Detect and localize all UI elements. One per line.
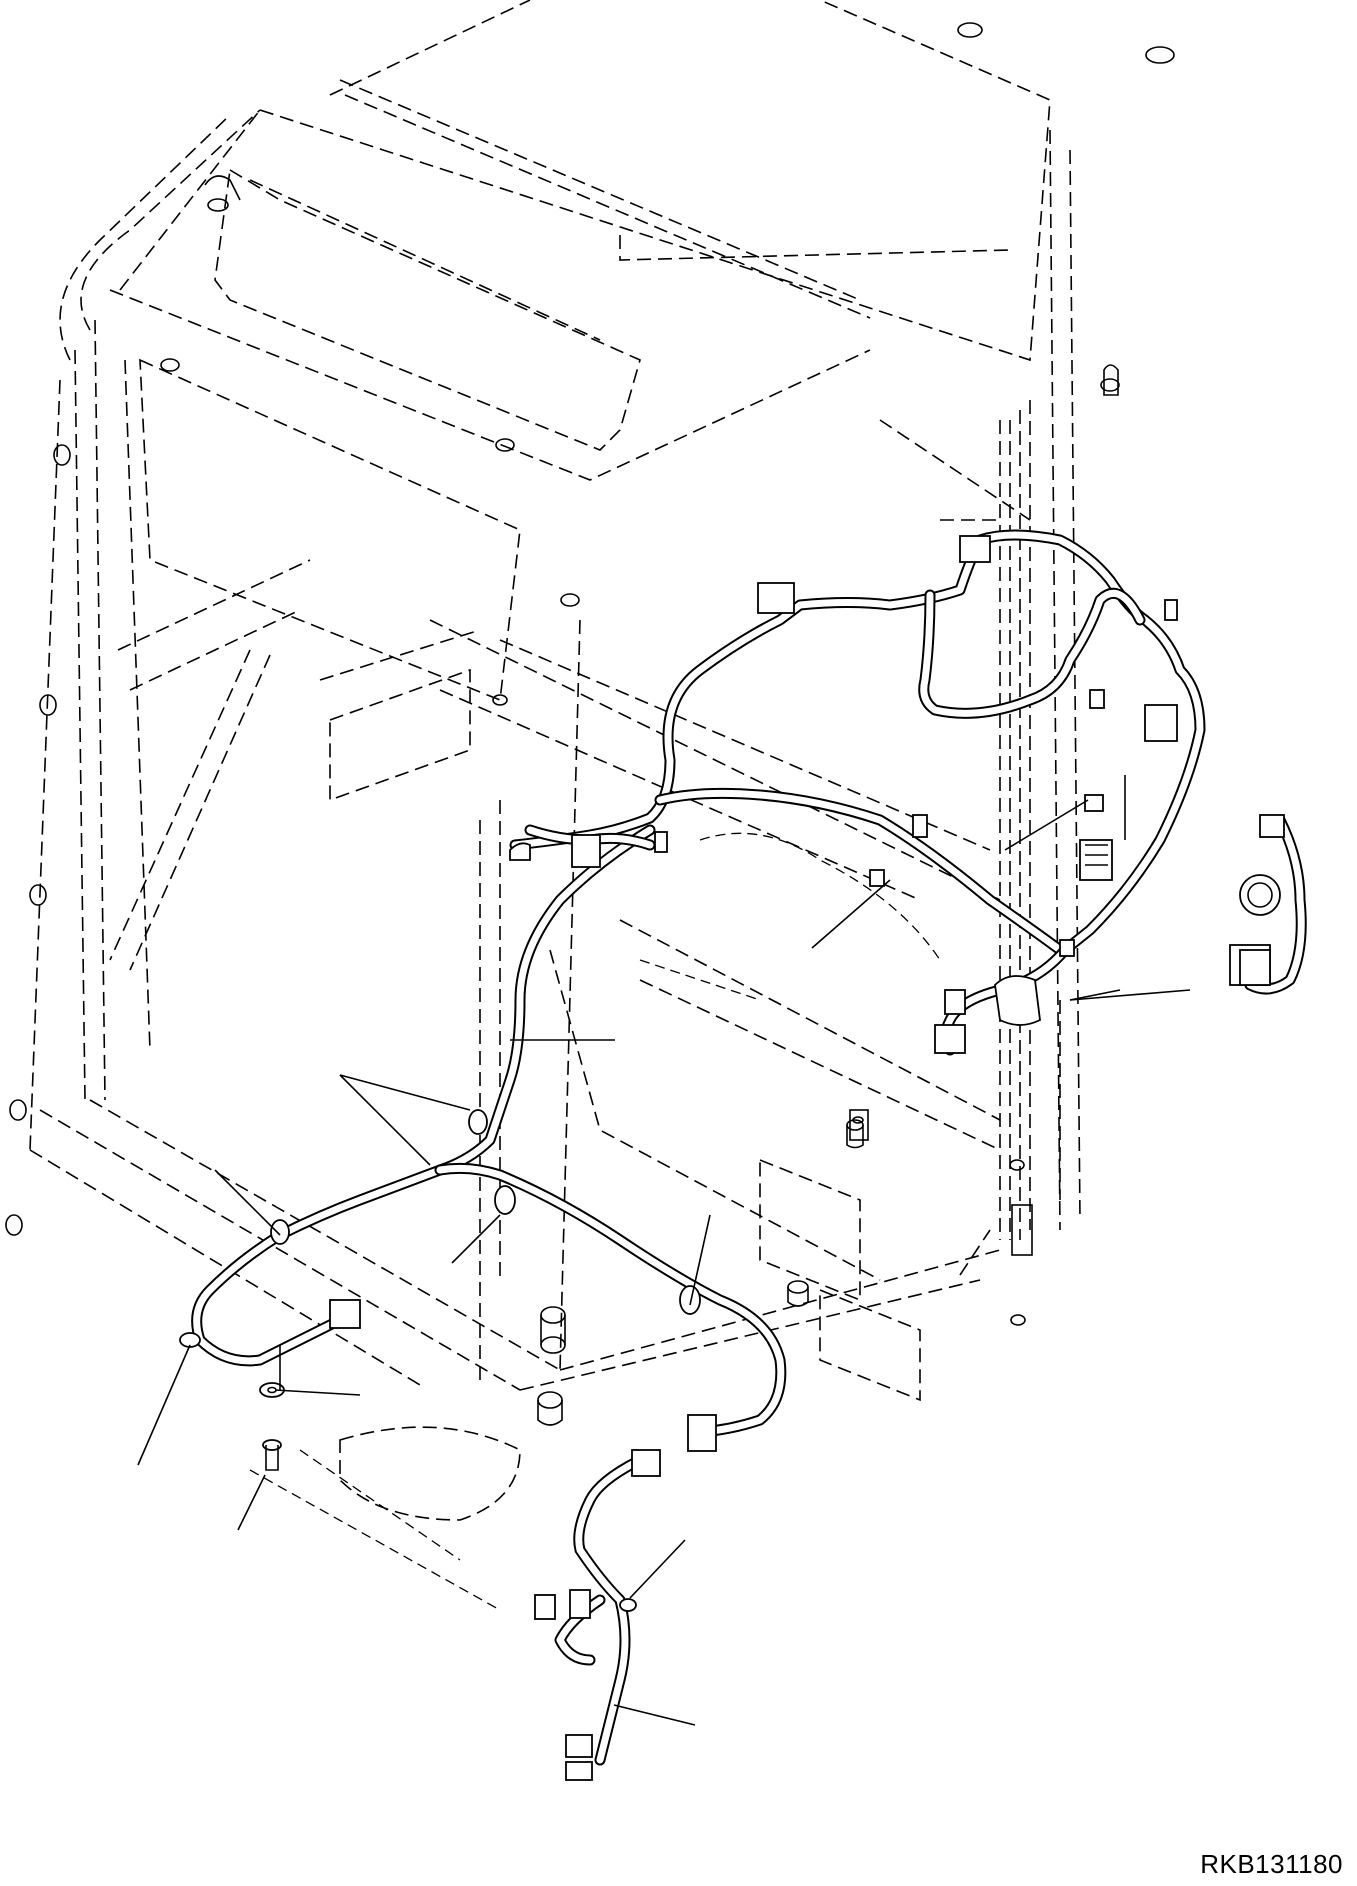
frame-fasteners (5, 22, 1175, 1426)
clamp-washer-bolt (259, 1382, 285, 1471)
cab-frame (29, 0, 1081, 1611)
harness-connectors (179, 535, 1285, 1781)
wiring-harness (191, 529, 1307, 1766)
callout-leaders (137, 775, 1191, 1726)
drawing-reference-code: RKB131180 (1200, 1849, 1343, 1879)
